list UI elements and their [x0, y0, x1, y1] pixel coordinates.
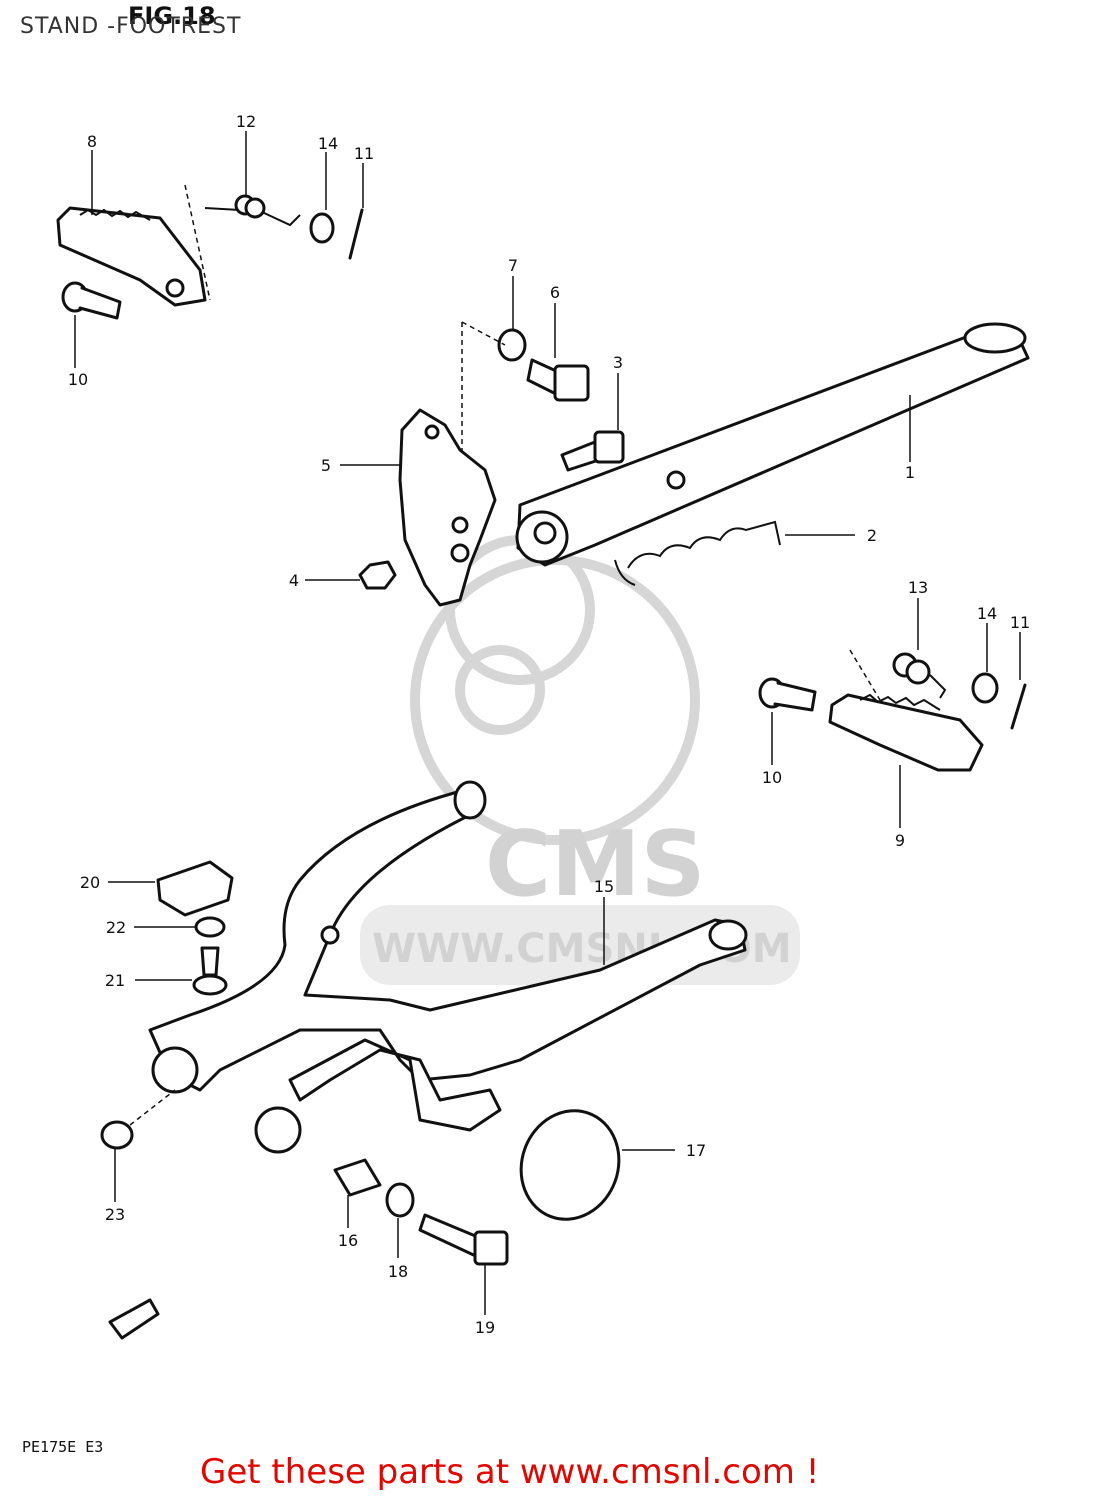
part-spring-right — [892, 652, 947, 699]
cmsnl-parts-link[interactable]: Get these parts at www.cmsnl.com ! — [200, 1452, 820, 1492]
part-bolt-upper — [526, 358, 590, 402]
callout-13: 13 — [908, 578, 928, 597]
callout-10-right: 10 — [762, 768, 782, 787]
callout-1: 1 — [905, 463, 915, 482]
callout-23: 23 — [105, 1205, 125, 1224]
part-o-ring — [519, 1109, 621, 1221]
part-side-stand — [515, 322, 1030, 567]
part-plate — [156, 860, 234, 917]
callout-numbers: 1 2 3 4 5 6 7 8 9 10 10 11 11 12 13 14 1… — [68, 112, 1030, 1337]
watermark-logo-text: CMS — [485, 812, 705, 917]
callout-10-left: 10 — [68, 370, 88, 389]
callout-20: 20 — [80, 873, 100, 892]
callout-21: 21 — [105, 971, 125, 990]
callout-14-right: 14 — [977, 604, 997, 623]
callout-3: 3 — [613, 353, 623, 372]
part-cap — [100, 1120, 134, 1150]
callout-16: 16 — [338, 1231, 358, 1250]
callout-12: 12 — [236, 112, 256, 131]
part-washer-plate — [194, 916, 226, 938]
callout-14-left: 14 — [318, 134, 338, 153]
callout-11-left: 11 — [354, 144, 374, 163]
leader-lines — [74, 131, 1021, 1315]
part-cotter-pin-right — [1010, 683, 1027, 730]
part-screw-plate — [192, 946, 228, 996]
part-bolt-stand-pivot — [418, 1213, 509, 1266]
callout-17: 17 — [686, 1141, 706, 1160]
callout-19: 19 — [475, 1318, 495, 1337]
part-washer-upper — [497, 328, 527, 362]
callout-2: 2 — [867, 526, 877, 545]
model-code: PE175E E3 — [22, 1438, 104, 1456]
callout-8: 8 — [87, 132, 97, 151]
callout-5: 5 — [321, 456, 331, 475]
part-stand-bracket — [398, 321, 506, 607]
part-cotter-pin-left — [348, 208, 364, 260]
callout-6: 6 — [550, 283, 560, 302]
callout-22: 22 — [106, 918, 126, 937]
part-pin-left — [61, 281, 122, 320]
callout-4: 4 — [289, 571, 299, 590]
callout-9: 9 — [895, 831, 905, 850]
part-spring-left — [204, 194, 301, 227]
part-nut — [358, 560, 397, 590]
part-washer-right — [971, 672, 999, 704]
page-title: STAND -FOOTREST — [20, 14, 242, 39]
part-stand-spring — [614, 520, 781, 586]
part-footrest-right — [828, 649, 984, 772]
part-bolt-stand — [560, 430, 625, 472]
callout-11-right: 11 — [1010, 613, 1030, 632]
fwd-arrow-icon — [108, 1298, 160, 1340]
figure-label: FIG.18 — [128, 2, 216, 30]
callout-15: 15 — [594, 877, 614, 896]
callout-18: 18 — [388, 1262, 408, 1281]
cms-watermark-logo: CMS WWW.CMSNL.COM — [360, 535, 800, 985]
part-main-stand — [148, 780, 748, 1154]
callout-7: 7 — [508, 256, 518, 275]
part-washer-stand — [385, 1182, 415, 1218]
part-collar — [333, 1158, 382, 1197]
part-footrest-left — [56, 184, 211, 307]
part-washer-left — [309, 212, 335, 244]
part-pin-right — [758, 677, 817, 712]
